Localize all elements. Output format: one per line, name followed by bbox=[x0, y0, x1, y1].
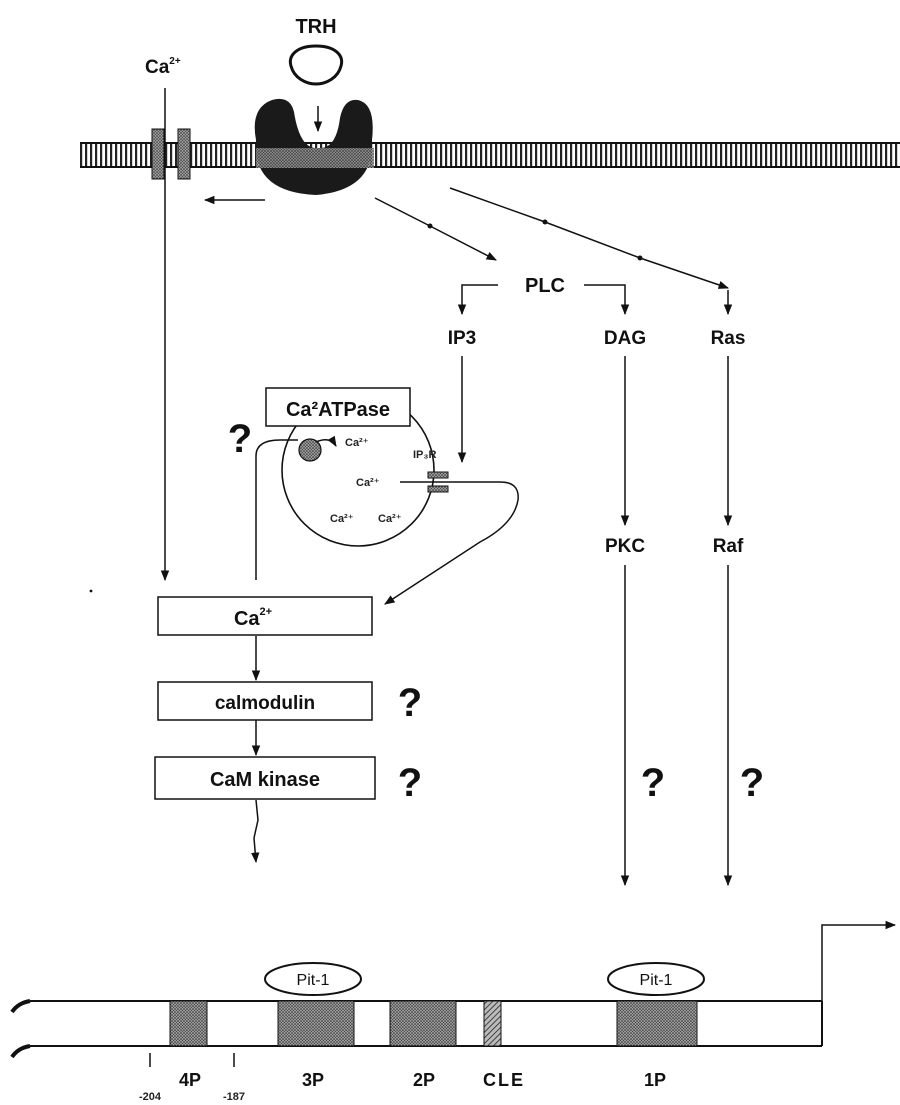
ip3-receptor-channel-top bbox=[428, 472, 448, 478]
cam-kinase-label: CaM kinase bbox=[210, 769, 320, 791]
stray-dot bbox=[90, 590, 93, 593]
ip3-receptor-label: IP₃R bbox=[413, 449, 436, 461]
question-mark-calmodulin: ? bbox=[398, 681, 422, 725]
store-ca-4: Ca²⁺ bbox=[378, 513, 402, 525]
label-cle: CLE bbox=[483, 1070, 525, 1090]
label-1p: 1P bbox=[644, 1070, 666, 1090]
store-ca-1: Ca²⁺ bbox=[345, 437, 369, 449]
position-204: -204 bbox=[139, 1091, 162, 1103]
position-187: -187 bbox=[223, 1091, 245, 1103]
plc-to-dag-arrow bbox=[584, 285, 625, 314]
element-4p bbox=[170, 1001, 207, 1046]
raf-label: Raf bbox=[713, 536, 744, 557]
trh-ligand bbox=[290, 46, 341, 84]
cell-membrane bbox=[80, 143, 900, 167]
element-2p bbox=[390, 1001, 456, 1046]
dag-label: DAG bbox=[604, 328, 646, 349]
question-mark-cam-kinase: ? bbox=[398, 761, 422, 805]
store-ca-2: Ca²⁺ bbox=[356, 477, 380, 489]
plc-label: PLC bbox=[525, 275, 565, 297]
ca-reuptake-arrow bbox=[256, 440, 298, 580]
ca-extracellular-label: Ca2+ bbox=[145, 56, 181, 78]
pit1-1p-label: Pit-1 bbox=[640, 972, 673, 989]
element-cle bbox=[484, 1001, 501, 1046]
ip3-receptor-channel-bottom bbox=[428, 486, 448, 492]
trh-label: TRH bbox=[295, 16, 336, 38]
label-3p: 3P bbox=[302, 1070, 324, 1090]
receptor-to-plc-arrow bbox=[375, 198, 496, 260]
label-2p: 2P bbox=[413, 1070, 435, 1090]
element-1p bbox=[617, 1001, 697, 1046]
transcription-start-arrow bbox=[822, 925, 895, 1001]
plc-to-ip3-arrow bbox=[462, 285, 498, 314]
pit1-3p-label: Pit-1 bbox=[297, 972, 330, 989]
ca-release-arrow bbox=[385, 482, 518, 604]
question-mark-atpase: ? bbox=[228, 417, 252, 461]
ca-atpase-label: Ca²ATPase bbox=[286, 399, 390, 421]
question-mark-pkc: ? bbox=[641, 761, 665, 805]
receptor-to-ras-arrow bbox=[450, 188, 728, 288]
element-3p bbox=[278, 1001, 354, 1046]
ip3-label: IP3 bbox=[448, 328, 477, 349]
label-4p: 4P bbox=[179, 1070, 201, 1090]
pkc-label: PKC bbox=[605, 536, 645, 557]
calmodulin-label: calmodulin bbox=[215, 693, 315, 714]
ras-label: Ras bbox=[711, 328, 746, 349]
question-mark-raf: ? bbox=[740, 761, 764, 805]
cam-kinase-output-arrow bbox=[254, 800, 258, 862]
atpase-pump-icon bbox=[299, 439, 321, 461]
store-ca-3: Ca²⁺ bbox=[330, 513, 354, 525]
